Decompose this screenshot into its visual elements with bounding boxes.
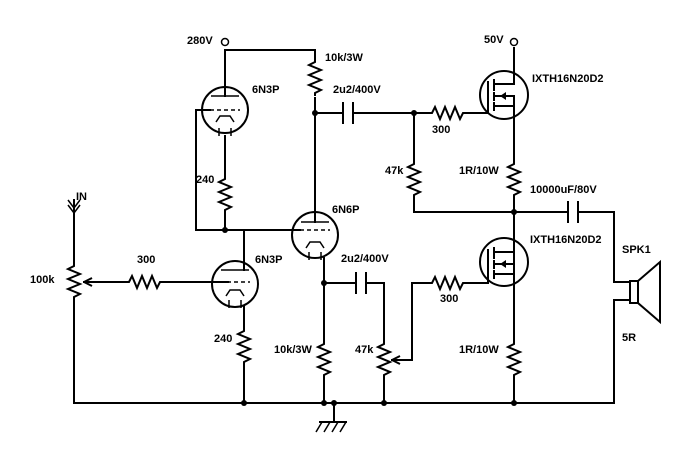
resistor-300-upper bbox=[428, 104, 471, 122]
resistor-plate-10k3w bbox=[306, 58, 324, 96]
component-labels: 280V 50V 10k/3W 6N3P 2u2/400V IXTH16N20D… bbox=[30, 34, 651, 356]
label-cap-2u2-bottom: 2u2/400V bbox=[341, 253, 389, 265]
label-tube-6n6p: 6N6P bbox=[332, 204, 360, 216]
junction-dot bbox=[321, 280, 327, 286]
junction-dot bbox=[321, 400, 327, 406]
label-res-1r10w-lower: 1R/10W bbox=[459, 344, 499, 356]
junction-dot bbox=[222, 227, 228, 233]
capacitor-2u2-top bbox=[342, 102, 354, 124]
junction-dot bbox=[381, 400, 387, 406]
wires bbox=[73, 47, 631, 423]
resistor-300-lower bbox=[428, 274, 471, 292]
resistor-240-lower bbox=[235, 325, 253, 370]
ground-icon bbox=[315, 421, 347, 433]
label-res-300-left: 300 bbox=[137, 254, 155, 266]
resistor-cathode-10k3w bbox=[315, 340, 333, 380]
pot-47k bbox=[375, 340, 393, 380]
tube-6n3p-lower bbox=[211, 260, 259, 308]
mosfet-upper bbox=[477, 70, 529, 120]
capacitor-10000uf bbox=[567, 201, 579, 223]
junction-dot bbox=[511, 209, 517, 215]
label-res-100k: 100k bbox=[30, 274, 55, 286]
supply-280v-terminal bbox=[220, 37, 230, 47]
pot-100k-wiper-arrow bbox=[83, 277, 93, 287]
resistor-300-left bbox=[125, 273, 165, 291]
label-input: IN bbox=[76, 191, 87, 203]
label-speaker: SPK1 bbox=[622, 244, 651, 256]
junction-dot bbox=[411, 110, 417, 116]
label-tube-6n3p-lower: 6N3P bbox=[255, 254, 283, 266]
junction-dot bbox=[312, 110, 318, 116]
label-pot-47k: 47k bbox=[355, 344, 374, 356]
label-res-300-lower: 300 bbox=[440, 293, 458, 305]
capacitor-2u2-bottom bbox=[355, 272, 367, 294]
speaker-icon bbox=[629, 259, 661, 325]
tube-6n3p-upper bbox=[201, 86, 249, 136]
label-res-300-upper: 300 bbox=[432, 124, 450, 136]
label-tube-6n3p-upper: 6N3P bbox=[252, 84, 280, 96]
label-speaker-impedance: 5R bbox=[622, 332, 636, 344]
label-cap-2u2-top: 2u2/400V bbox=[333, 84, 381, 96]
resistor-240-upper bbox=[216, 175, 234, 215]
label-mosfet-lower: IXTH16N20D2 bbox=[530, 234, 602, 246]
resistor-47k-upper bbox=[405, 160, 423, 200]
junction-dots bbox=[222, 110, 517, 406]
tube-6n6p bbox=[291, 211, 339, 260]
junction-dot bbox=[511, 400, 517, 406]
label-res-cathode-10k3w: 10k/3W bbox=[274, 344, 313, 356]
supply-50v-terminal bbox=[509, 37, 519, 47]
label-res-240-upper: 240 bbox=[196, 174, 214, 186]
label-res-240-lower: 240 bbox=[214, 333, 232, 345]
pot-100k bbox=[65, 262, 83, 302]
label-cap-10000uf: 10000uF/80V bbox=[530, 184, 597, 196]
junction-dot bbox=[241, 400, 247, 406]
label-280v: 280V bbox=[187, 35, 213, 47]
resistor-1r10w-upper bbox=[505, 160, 523, 200]
junction-dot bbox=[331, 400, 337, 406]
input-arrow-icon bbox=[67, 199, 81, 215]
label-mosfet-upper: IXTH16N20D2 bbox=[532, 73, 604, 85]
mosfet-lower bbox=[477, 237, 529, 307]
label-res-47k-upper: 47k bbox=[385, 165, 404, 177]
label-50v: 50V bbox=[484, 34, 504, 46]
label-res-1r10w-upper: 1R/10W bbox=[459, 165, 499, 177]
pot-47k-wiper-arrow bbox=[391, 355, 401, 365]
label-plate-10k3w: 10k/3W bbox=[325, 52, 364, 64]
resistor-1r10w-lower bbox=[505, 340, 523, 380]
